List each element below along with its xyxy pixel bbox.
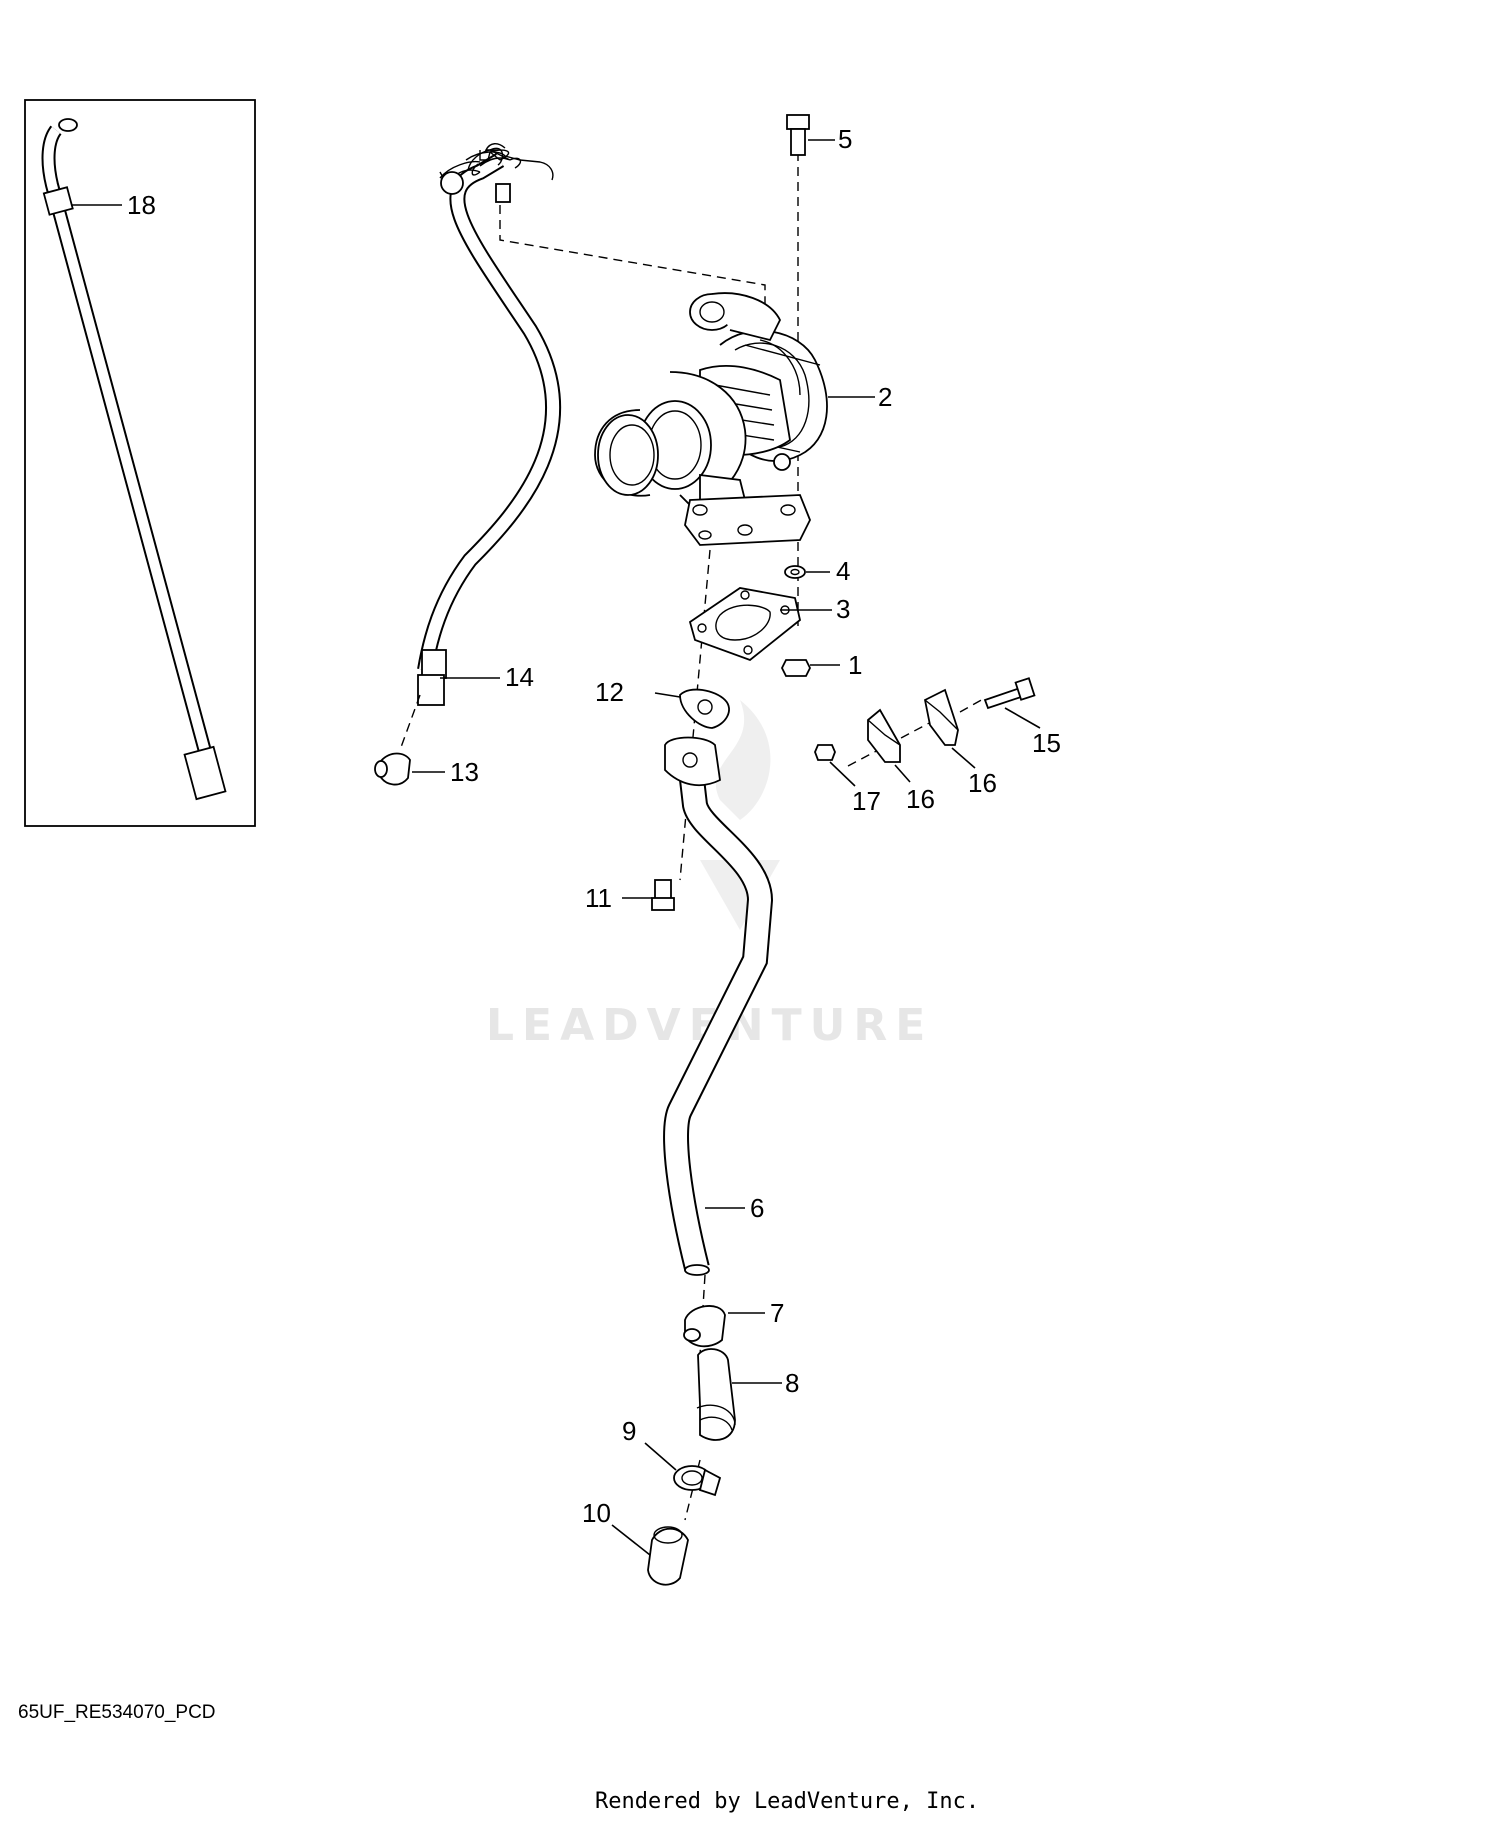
- part-9-clamp: [673, 1465, 722, 1497]
- part-2-turbocharger: [594, 292, 828, 546]
- part-16-bracket-left: [867, 708, 901, 763]
- part-11-bolt: [651, 879, 675, 911]
- part-1-nut: [780, 659, 812, 677]
- callout-leaders: [72, 139, 1041, 1556]
- part-8-hose: [696, 1348, 736, 1441]
- part-15-bolt: [983, 677, 1036, 710]
- callout-4: 4: [836, 556, 850, 586]
- callout-8: 8: [785, 1368, 799, 1398]
- part-12-gasket: [679, 688, 730, 729]
- callout-12: 12: [595, 677, 624, 707]
- callout-6: 6: [750, 1193, 764, 1223]
- inset-frame: [24, 99, 256, 827]
- callout-2: 2: [878, 382, 892, 412]
- callout-18: 18: [127, 190, 156, 220]
- part-6-tube: [663, 736, 774, 1276]
- callout-9: 9: [622, 1416, 636, 1446]
- callout-1: 1: [848, 650, 862, 680]
- callout-15: 15: [1032, 728, 1061, 758]
- part-13-elbow: [374, 752, 411, 786]
- callout-14: 14: [505, 662, 534, 692]
- part-5-bolt: [786, 114, 810, 156]
- footer-credit: Rendered by LeadVenture, Inc.: [595, 1789, 979, 1814]
- callout-3: 3: [836, 594, 850, 624]
- callout-7: 7: [770, 1298, 784, 1328]
- part-7-clamp: [683, 1305, 726, 1348]
- callouts: 18 5 2 4 3 1 14 12 13 15 16 16 17 11 6 7…: [127, 124, 1061, 1528]
- part-10-fitting: [647, 1526, 689, 1586]
- callout-17: 17: [852, 786, 881, 816]
- part-17-nut: [814, 744, 836, 761]
- callout-13: 13: [450, 757, 479, 787]
- callout-5: 5: [838, 124, 852, 154]
- part-16-bracket-right: [923, 688, 959, 746]
- callout-16-left: 16: [906, 784, 935, 814]
- drawing-id: 65UF_RE534070_PCD: [18, 1702, 216, 1723]
- callout-10: 10: [582, 1498, 611, 1528]
- callout-11: 11: [585, 883, 612, 913]
- inset-box: [24, 99, 256, 827]
- callout-16-right: 16: [968, 768, 997, 798]
- part-18-pipe: [41, 118, 227, 801]
- part-4-washer: [784, 565, 806, 579]
- part-3-gasket: [688, 587, 802, 662]
- part-14-hose: [417, 143, 562, 706]
